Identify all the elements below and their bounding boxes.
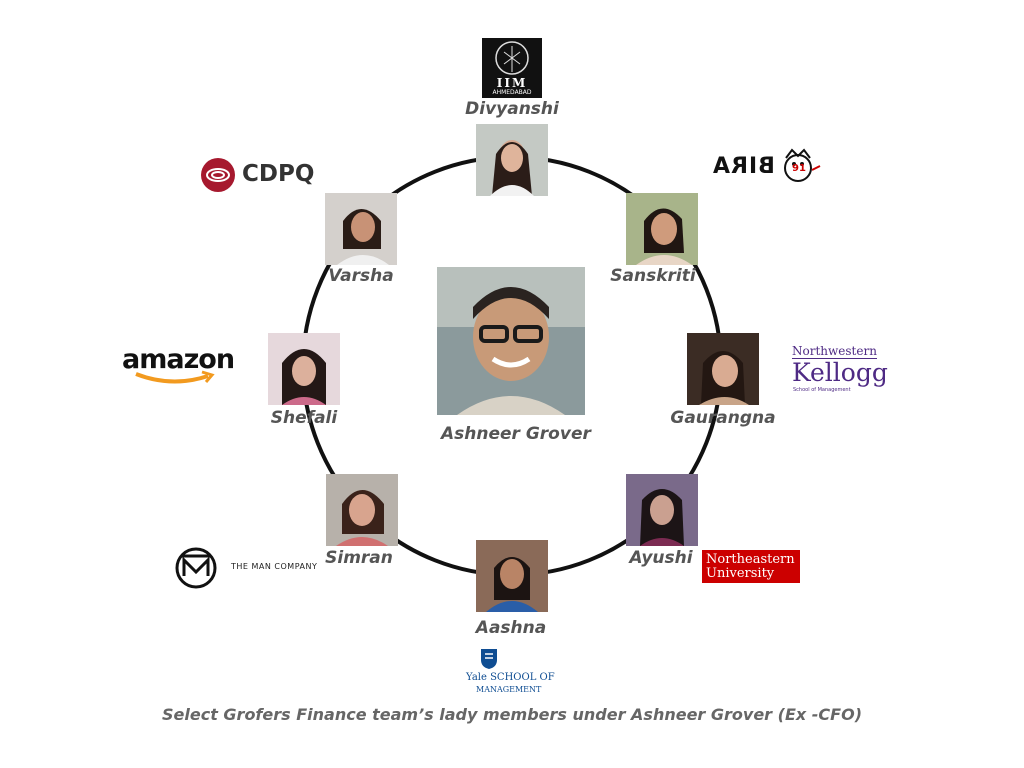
photo-divyanshi — [476, 124, 548, 196]
kellogg-main: Kellogg — [792, 358, 888, 387]
kellogg-sub: School of Management — [793, 387, 851, 393]
name-gaurangna: Gaurangna — [670, 408, 776, 428]
iim-line2: AHMEDABAD — [492, 89, 532, 96]
yale-line2: MANAGEMENT — [476, 685, 542, 694]
kellogg-top: Northwestern — [792, 344, 877, 359]
yale-line1: Yale SCHOOL OF — [466, 672, 555, 683]
yale-som-logo: Yale SCHOOL OF MANAGEMENT — [464, 648, 564, 696]
northeastern-logo: Northeastern University — [702, 550, 800, 583]
kellogg-logo: Northwestern Kellogg School of Managemen… — [792, 344, 892, 396]
name-shefali: Shefali — [270, 408, 338, 428]
center-name: Ashneer Grover — [441, 424, 591, 444]
amazon-text: amazon — [122, 344, 235, 375]
name-divyanshi: Divyanshi — [465, 99, 559, 119]
photo-simran — [326, 474, 398, 546]
photo-shefali — [268, 333, 340, 405]
bira91-logo: BIRA 91 — [712, 146, 822, 186]
neu-line1: Northeastern — [706, 552, 795, 567]
cdpq-logo: CDPQ — [200, 157, 320, 193]
caption: Select Grofers Finance team’s lady membe… — [162, 705, 862, 724]
name-aashna: Aashna — [475, 618, 547, 638]
photo-sanskriti — [626, 193, 698, 265]
amazon-logo: amazon — [122, 344, 238, 390]
the-man-company-logo: THE MAN COMPANY — [174, 546, 324, 590]
cdpq-text: CDPQ — [242, 161, 315, 187]
name-ayushi: Ayushi — [629, 548, 693, 568]
center-photo — [437, 267, 585, 415]
iim-ahmedabad-logo: IIM AHMEDABAD — [482, 38, 542, 98]
name-simran: Simran — [325, 548, 393, 568]
name-sanskriti: Sanskriti — [610, 266, 696, 286]
photo-aashna — [476, 540, 548, 612]
bira-text: BIRA — [712, 154, 775, 179]
photo-varsha — [325, 193, 397, 265]
photo-gaurangna — [687, 333, 759, 405]
iim-line1: IIM — [496, 76, 528, 90]
manco-text: THE MAN COMPANY — [231, 562, 318, 571]
neu-line2: University — [706, 566, 775, 581]
photo-ayushi — [626, 474, 698, 546]
name-varsha: Varsha — [328, 266, 394, 286]
bira-num: 91 — [792, 163, 806, 174]
